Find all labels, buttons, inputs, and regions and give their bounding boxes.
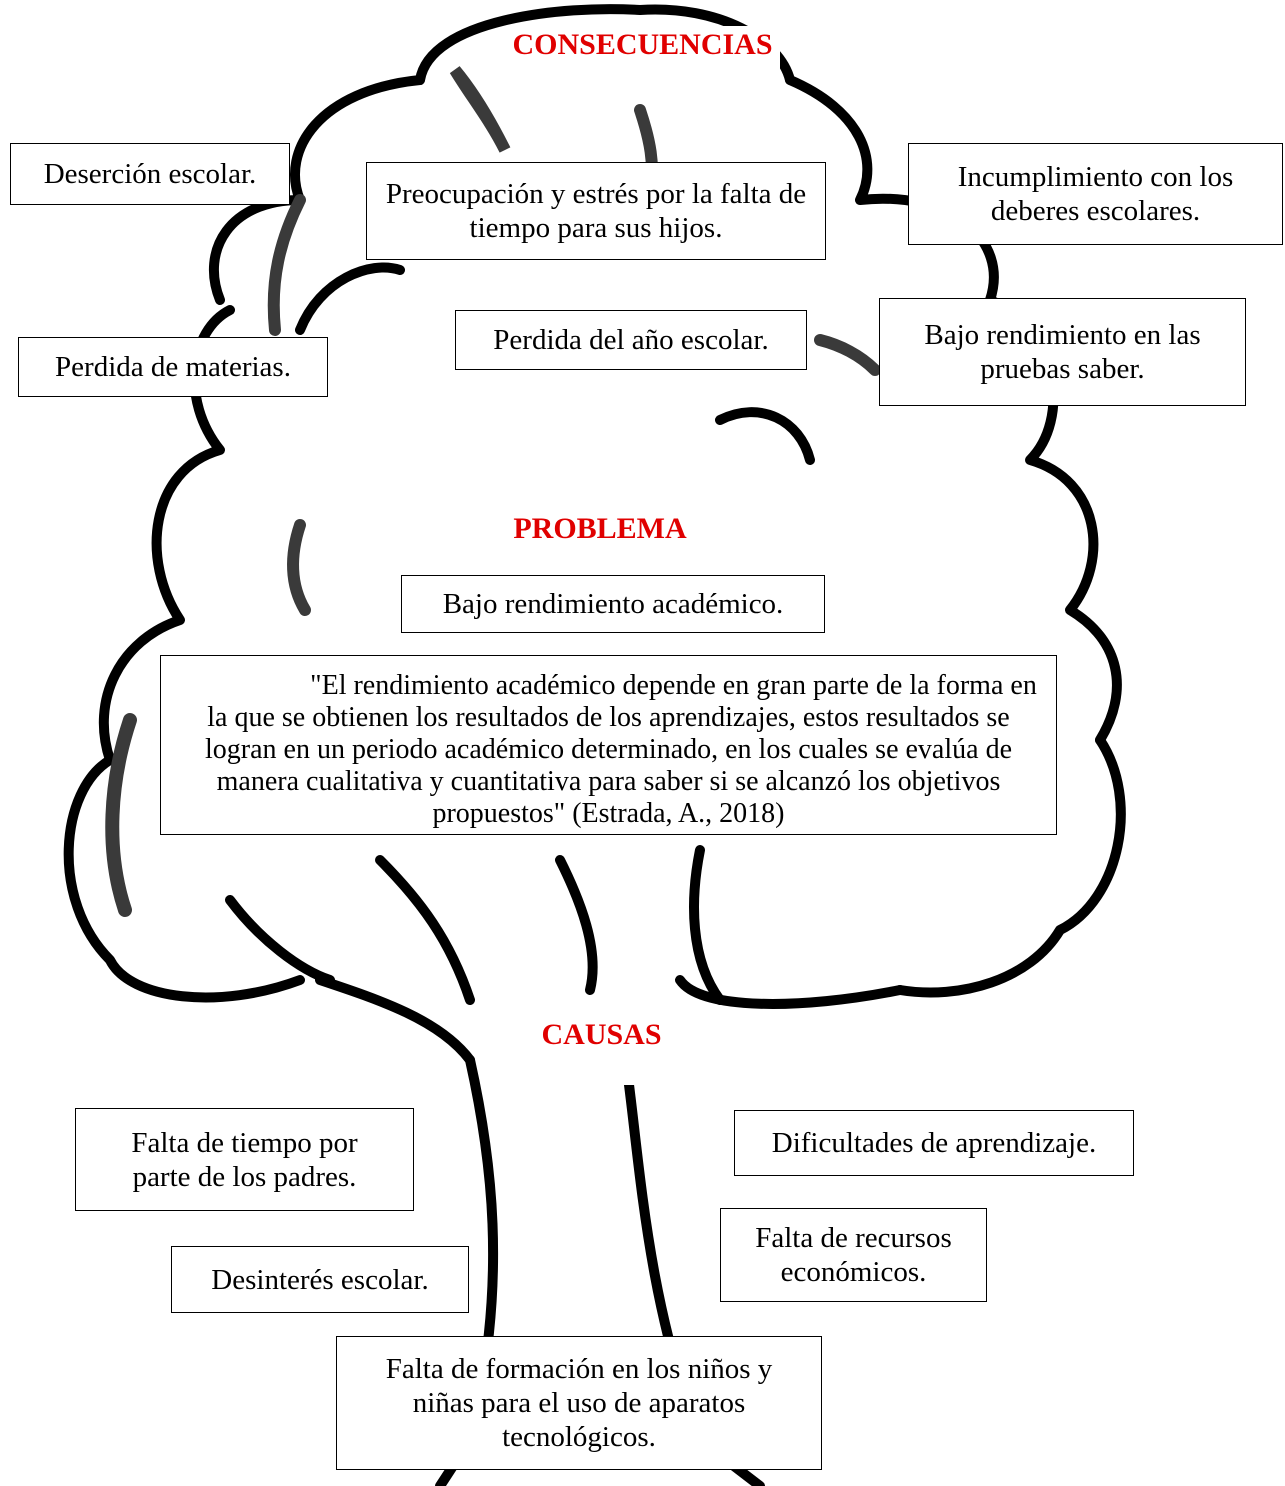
cause-box: Falta de recursos económicos. [720,1208,987,1302]
inner-curl-5 [375,855,475,1005]
problem-statement-box: Bajo rendimiento académico. [401,575,825,633]
cause-text: Falta de tiempo por parte de los padres. [131,1126,358,1193]
leaf-accent-4 [105,713,137,917]
problem-heading: PROBLEMA [490,510,710,550]
problem-statement-text: Bajo rendimiento académico. [442,588,784,620]
consequence-box: Perdida del año escolar. [455,310,807,370]
problem-quote-box: "El rendimiento académico depende en gra… [160,655,1057,835]
cause-box: Dificultades de aprendizaje. [734,1110,1134,1176]
consequences-heading: CONSECUENCIAS [505,26,780,70]
cause-text: Falta de formación en los niños y niñas … [385,1353,773,1453]
cause-box: Falta de tiempo por parte de los padres. [75,1108,414,1211]
cause-box: Desinterés escolar. [171,1246,469,1313]
leaf-accent-2 [267,194,306,336]
branch-right [675,975,905,1009]
inner-curl-2 [715,407,815,465]
crown-right-lower [895,735,1126,998]
cause-text: Desinterés escolar. [211,1263,429,1296]
consequence-text: Perdida del año escolar. [493,324,769,356]
branch-left [315,975,475,1065]
crown-left-lower [63,755,305,1003]
cause-text: Falta de recursos económicos. [755,1222,952,1288]
consequence-text: Perdida de materias. [55,351,291,383]
consequence-box: Deserción escolar. [10,143,290,205]
problem-quote-text: "El rendimiento académico depende en gra… [204,670,1037,829]
consequence-text: Preocupación y estrés por la falta de ti… [385,178,807,244]
consequence-text: Incumplimiento con los deberes escolares… [957,161,1234,227]
leaf-accent-1 [449,66,511,153]
inner-curl-6 [225,895,335,985]
leaf-accent-3 [287,519,311,616]
consequence-box: Perdida de materias. [18,337,328,397]
inner-curl-4 [689,845,725,1005]
causes-heading: CAUSAS [510,1015,693,1085]
consequence-text: Deserción escolar. [43,158,257,190]
crown-upper-right [785,75,999,305]
inner-curl-3 [555,855,598,995]
consequence-box: Preocupación y estrés por la falta de ti… [366,162,826,260]
consequence-box: Incumplimiento con los deberes escolares… [908,143,1283,245]
inner-curl-1 [295,262,405,335]
leaf-accent-5 [814,334,881,376]
consequence-box: Bajo rendimiento en las pruebas saber. [879,298,1246,406]
cause-text: Dificultades de aprendizaje. [771,1127,1097,1159]
consequence-text: Bajo rendimiento en las pruebas saber. [924,319,1201,385]
cause-box: Falta de formación en los niños y niñas … [336,1336,822,1470]
